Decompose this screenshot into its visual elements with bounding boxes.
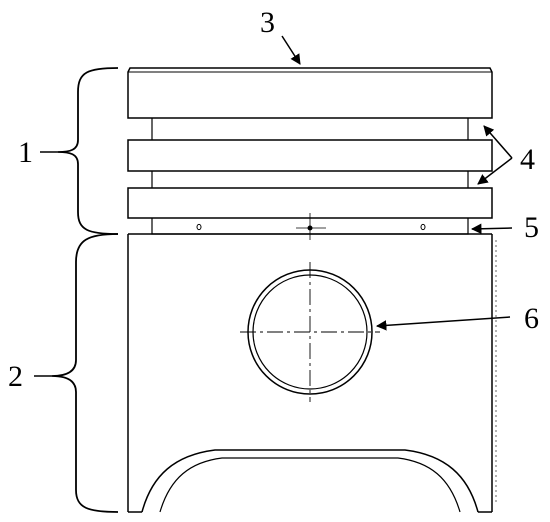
oil-hole-right <box>420 223 426 231</box>
second-land <box>127 139 493 172</box>
label-2: 2 <box>8 360 23 393</box>
label-6: 6 <box>524 302 539 335</box>
arrow-4a <box>483 125 513 159</box>
piston-skirt <box>127 234 497 513</box>
pin-boss <box>240 262 380 402</box>
label-4: 4 <box>520 143 535 176</box>
label-3: 3 <box>260 6 275 39</box>
arrow-5 <box>470 223 513 235</box>
oil-hole-left <box>196 223 202 231</box>
brace-1 <box>57 67 119 235</box>
crown-land <box>127 67 493 119</box>
label-1: 1 <box>18 136 33 169</box>
arrow-4b <box>477 157 513 185</box>
skirt-arch-outer <box>141 449 479 513</box>
skirt-arch-inner <box>159 457 461 513</box>
piston-head <box>127 67 493 240</box>
label-5: 5 <box>524 211 539 244</box>
arrow-6 <box>375 316 511 331</box>
brace-2 <box>51 233 119 513</box>
arrow-3 <box>281 35 301 65</box>
